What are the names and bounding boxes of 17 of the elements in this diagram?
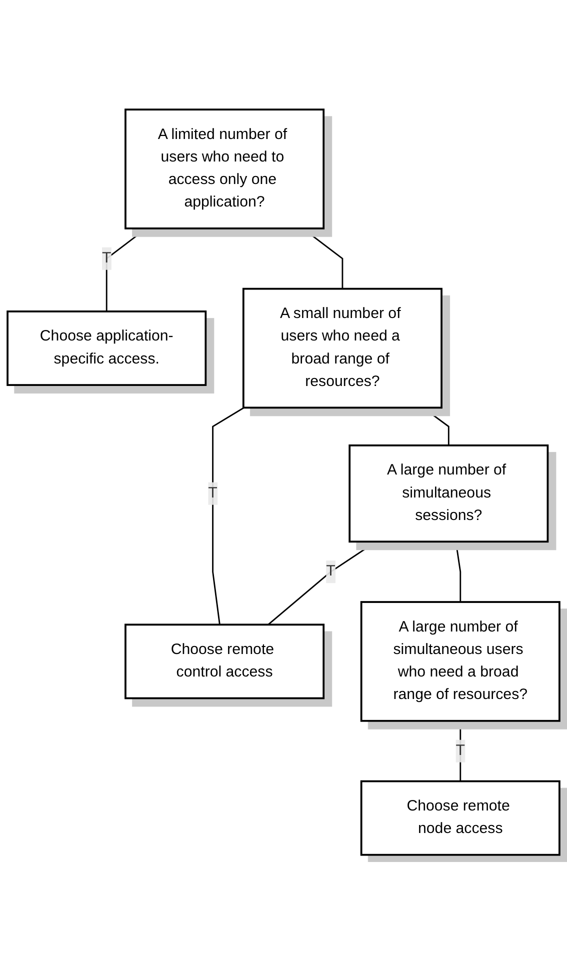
edge-label: T [102, 250, 112, 266]
node-box: A limited number of users who need to access only one application? [124, 108, 325, 230]
connector [212, 406, 244, 625]
node-box: Choose remote node access [360, 780, 560, 856]
node-box: A large number of simultaneous sessions? [348, 444, 549, 542]
connector [268, 540, 377, 625]
connector [422, 406, 450, 446]
connector [106, 228, 147, 312]
connector [302, 228, 344, 289]
node-box: Choose application-specific access. [6, 310, 207, 386]
node-box: Choose remote control access [124, 624, 325, 699]
edge-label: T [208, 484, 218, 501]
edge-label: T [456, 742, 466, 758]
node-box: A large number of simultaneous users who need a broad range of resources? [360, 600, 560, 722]
edge-label: T [326, 563, 336, 580]
node-box: A small number of users who need a broad range of resources? [242, 288, 442, 408]
connector [455, 541, 462, 602]
